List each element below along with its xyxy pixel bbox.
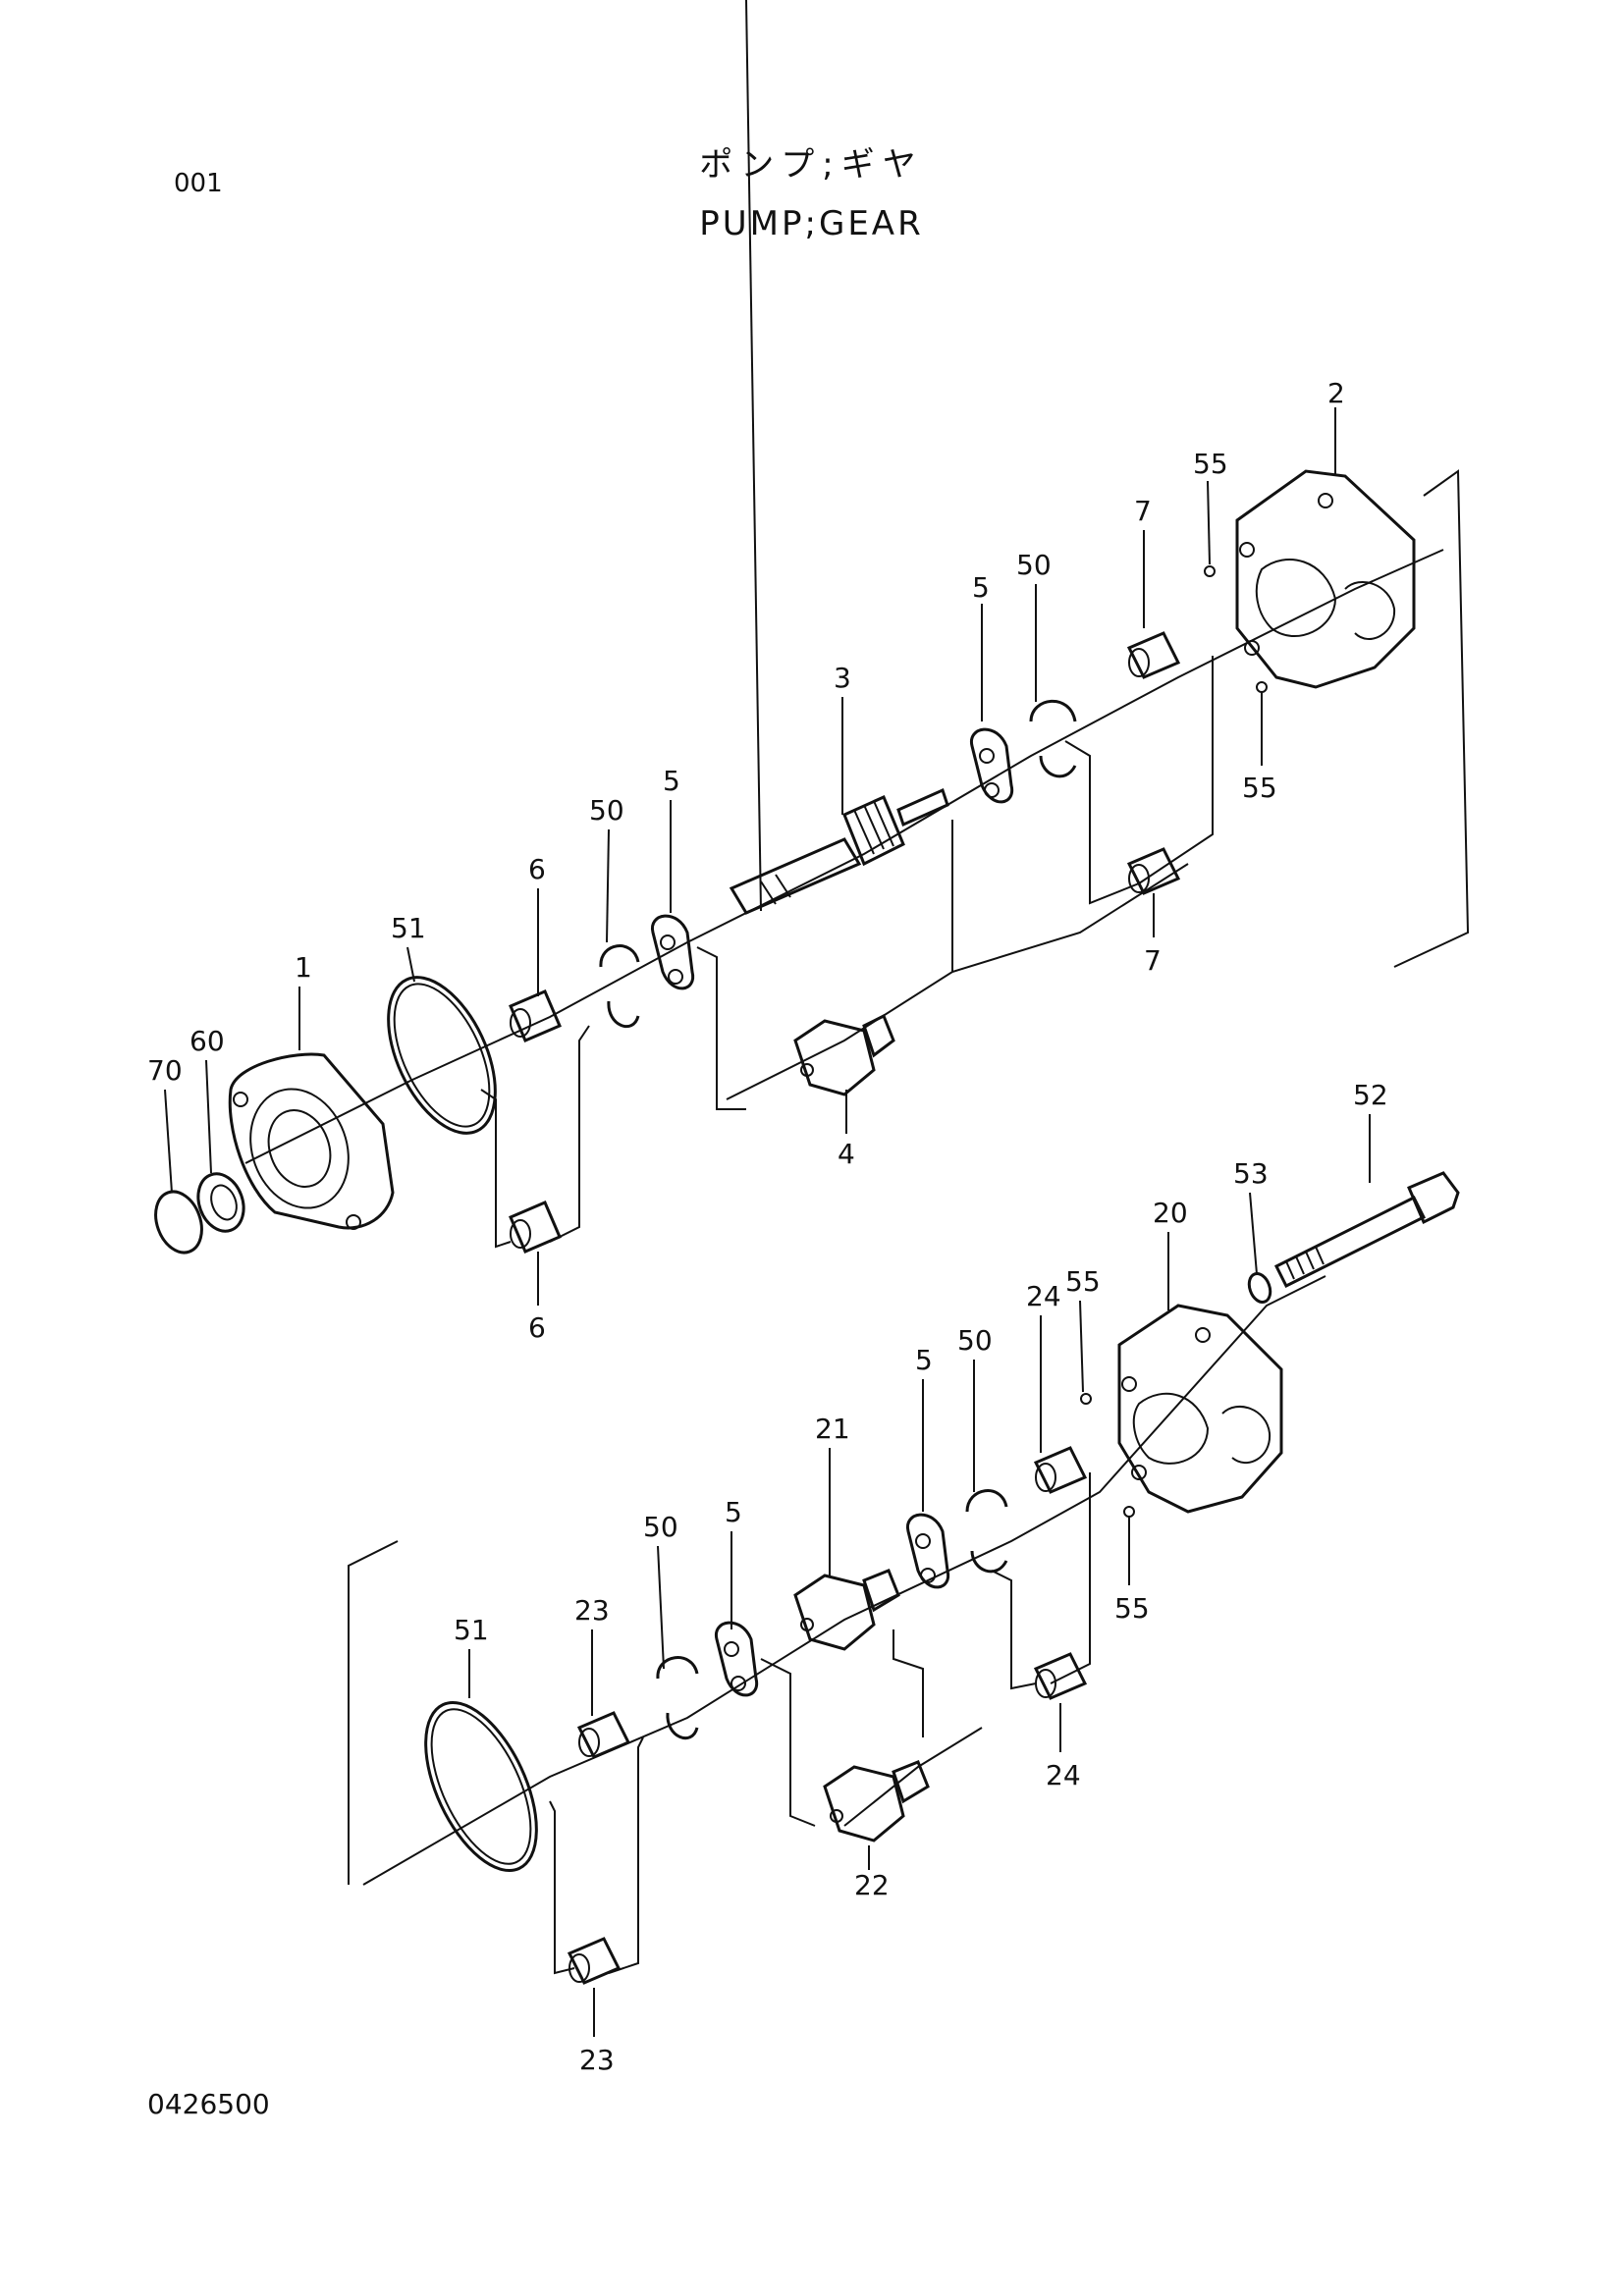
callout-55-lower-a: 55	[1065, 1265, 1101, 1298]
callout-50-upper-left: 50	[589, 794, 624, 827]
lower-50-right-bracket	[991, 1570, 1037, 1690]
callout-2: 2	[1327, 377, 1345, 409]
idler-gear-part-22	[823, 1760, 930, 1842]
title-japanese: ポンプ;ギヤ	[699, 145, 924, 185]
title-english: PUMP;GEAR	[699, 204, 924, 243]
callout-6-upper: 6	[528, 853, 546, 885]
callout-23-lower: 23	[579, 2044, 615, 2076]
bushing-part-23-upper	[576, 1711, 631, 1759]
side-plate-part-5-lower-left	[715, 1621, 759, 1697]
dowel-pin-55-upper-b	[1256, 681, 1268, 693]
snap-ring-part-50-upper-right	[1029, 699, 1077, 778]
lower-50-left-bracket	[608, 1736, 644, 1974]
callout-1: 1	[295, 951, 312, 984]
lower-plate5-left-bracket	[760, 1658, 816, 1827]
upper-assembly	[154, 0, 1470, 1255]
snap-ring-part-70	[154, 1190, 203, 1255]
callout-5-upper-right: 5	[972, 571, 990, 604]
bolt-part-52	[1273, 1171, 1460, 1289]
bushing-part-6-upper	[509, 989, 562, 1042]
side-plate-part-5-upper-right	[970, 727, 1014, 804]
lower-assembly	[348, 1171, 1460, 1985]
upper-bushing7-bracket	[1138, 656, 1214, 884]
o-ring-part-51-upper	[387, 976, 497, 1135]
lower-bushing24-bracket	[1050, 1472, 1091, 1684]
callout-50-lower-left: 50	[643, 1511, 678, 1543]
housing-part-2	[1235, 469, 1416, 689]
snap-ring-part-50-upper-left	[599, 944, 640, 1029]
callout-55-upper-a: 55	[1193, 448, 1228, 480]
page-code: 001	[174, 169, 223, 198]
callout-51-lower: 51	[454, 1614, 489, 1646]
side-plate-part-5-upper-left	[651, 914, 695, 990]
callout-leaders	[164, 407, 1371, 2037]
callout-24-upper: 24	[1026, 1280, 1061, 1312]
idler-gear-part-4	[793, 1013, 895, 1096]
callout-23-upper: 23	[574, 1594, 610, 1627]
upper-idler-axis	[726, 863, 1189, 1100]
bushing-part-23-lower	[567, 1937, 622, 1985]
callout-4: 4	[838, 1138, 855, 1170]
callout-5-lower-left: 5	[725, 1496, 742, 1528]
callout-7-upper: 7	[1134, 495, 1152, 527]
callout-55-upper-b: 55	[1242, 772, 1277, 804]
callout-50-upper-right: 50	[1016, 549, 1052, 581]
dowel-pin-55-upper-a	[1204, 565, 1216, 577]
drive-gear-part-21	[793, 1569, 900, 1651]
snap-ring-part-50-lower-right	[965, 1489, 1008, 1574]
upper-main-axis	[244, 549, 1444, 1164]
upper-50-left-bracket	[549, 1025, 590, 1243]
callout-70: 70	[147, 1054, 183, 1087]
callout-3: 3	[834, 662, 851, 694]
washer-part-53	[1247, 1271, 1272, 1305]
callout-7-lower: 7	[1144, 944, 1162, 977]
dowel-pin-55-lower-b	[1123, 1506, 1135, 1518]
snap-ring-part-50-lower-left	[656, 1656, 699, 1740]
callout-22: 22	[854, 1869, 890, 1901]
callout-5-upper-left: 5	[663, 765, 680, 797]
bushing-part-6-lower	[509, 1201, 562, 1254]
callout-50-lower-right: 50	[957, 1324, 993, 1357]
callout-6-lower: 6	[528, 1311, 546, 1344]
housing-part-20	[1117, 1304, 1283, 1514]
callout-20: 20	[1153, 1197, 1188, 1229]
callout-21: 21	[815, 1413, 850, 1445]
upper-bracket-right	[1393, 469, 1470, 968]
bushing-part-24-upper	[1033, 1446, 1088, 1494]
callout-numbers: 2 55 55 7 7 50 5 3 50 5 6 6 51 1 60 70 4…	[147, 377, 1388, 2076]
upper-plate5-left-bracket	[696, 946, 746, 1110]
bushing-part-24-lower	[1033, 1652, 1088, 1700]
front-cover-part-1	[228, 1052, 395, 1230]
lower-bracket-left	[348, 1540, 399, 1885]
callout-51-upper: 51	[391, 912, 426, 944]
oil-seal-part-60	[196, 1172, 245, 1233]
bushing-part-7-upper	[1126, 631, 1181, 679]
callout-24-lower: 24	[1046, 1759, 1081, 1791]
o-ring-part-51-lower	[424, 1700, 538, 1873]
dowel-pin-55-lower-a	[1080, 1393, 1092, 1405]
callout-55-lower-b: 55	[1114, 1592, 1150, 1625]
callout-53: 53	[1233, 1157, 1269, 1190]
callout-5-lower-right: 5	[915, 1344, 933, 1376]
lower-main-axis	[362, 1275, 1326, 1886]
callout-60: 60	[189, 1025, 225, 1057]
drive-shaft-part-3	[729, 0, 949, 915]
upper-50-bracket-right	[1064, 740, 1140, 905]
side-plate-part-5-lower-right	[906, 1513, 950, 1589]
lower-plate5-right-bracket	[893, 1629, 924, 1737]
lower-bushing23-bracket	[549, 1800, 575, 1975]
document-number: 0426500	[147, 2088, 270, 2120]
callout-52: 52	[1353, 1079, 1388, 1111]
lower-idler-axis	[843, 1727, 983, 1827]
